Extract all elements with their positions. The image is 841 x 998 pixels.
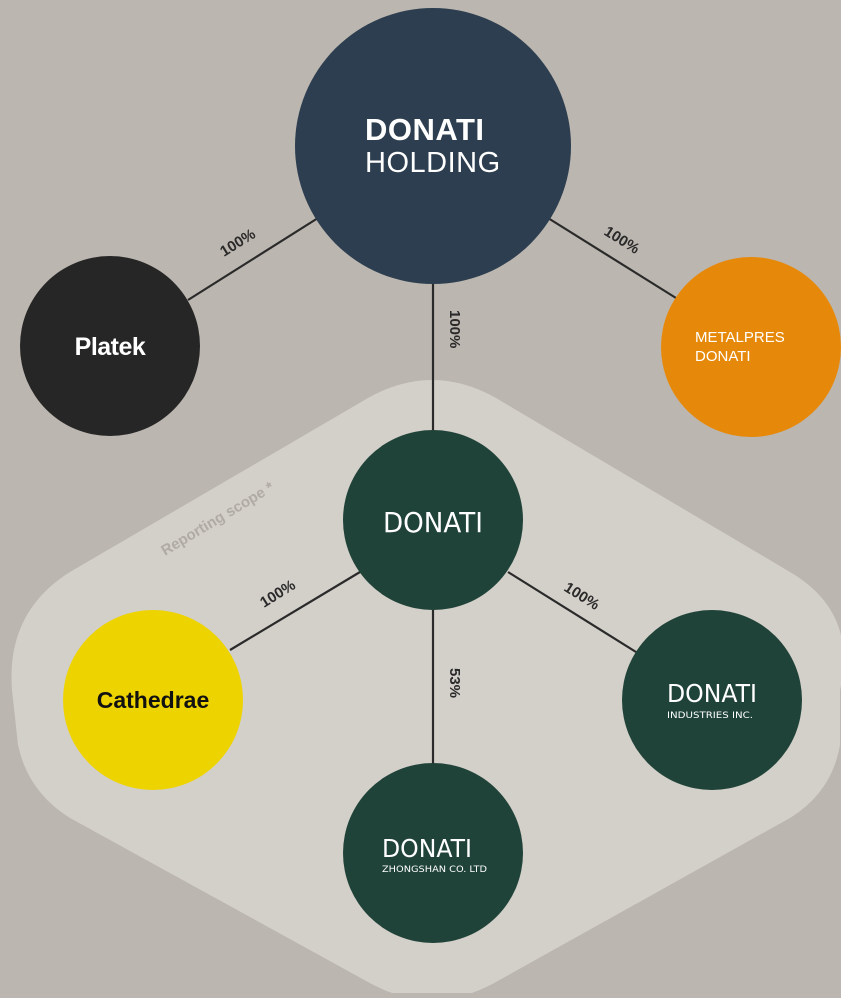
cathedrae-name: Cathedrae: [97, 687, 209, 713]
connector-donati-cathedrae: [229, 571, 361, 651]
pct-holding-metalpres: 100%: [601, 223, 643, 258]
node-metalpres-donati: METALPRES DONATI: [661, 257, 841, 437]
pct-holding-donati: 100%: [446, 310, 463, 348]
reporting-scope-region: [11, 380, 841, 998]
node-donati-industries: DONATI INDUSTRIES INC.: [622, 610, 802, 790]
metalpres-name-line2: DONATI: [695, 348, 751, 365]
pct-holding-platek: 100%: [217, 226, 259, 261]
connector-holding-metalpres: [547, 217, 677, 299]
donati-name: DONATI: [383, 506, 483, 539]
node-platek: Platek: [20, 256, 200, 436]
industries-name: DONATI: [667, 679, 757, 708]
node-donati-zhongshan: DONATI ZHONGSHAN CO. LTD: [343, 763, 523, 943]
metalpres-name-line1: METALPRES: [695, 329, 785, 346]
zhongshan-name: DONATI: [382, 834, 472, 863]
pct-donati-zhongshan: 53%: [446, 668, 463, 698]
platek-name: Platek: [75, 333, 146, 361]
zhongshan-sub: ZHONGSHAN CO. LTD: [382, 865, 487, 875]
node-donati-holding: DONATI HOLDING: [295, 8, 571, 284]
holding-name-line1: DONATI: [365, 112, 485, 147]
holding-name-line2: HOLDING: [365, 147, 501, 179]
node-donati: DONATI: [343, 430, 523, 610]
connector-donati-industries: [507, 571, 637, 653]
industries-sub: INDUSTRIES INC.: [667, 711, 753, 721]
node-cathedrae: Cathedrae: [63, 610, 243, 790]
connector-holding-platek: [187, 217, 319, 301]
